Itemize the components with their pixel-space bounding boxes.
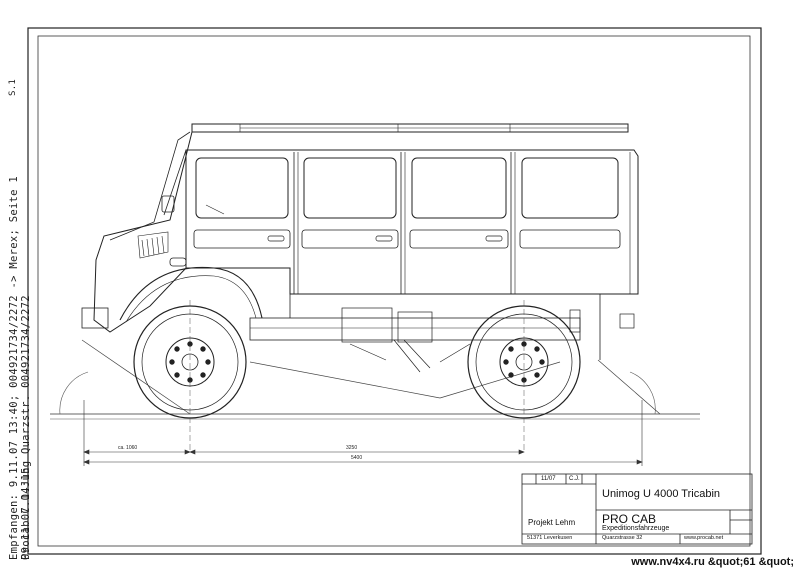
dimension-lines: [83, 400, 643, 466]
unimog-vehicle: [81, 123, 639, 373]
front-fender: [119, 266, 263, 321]
dim-front-overhang: ca. 1060: [118, 445, 137, 451]
door-handle: [485, 235, 503, 242]
chassis-frame: [249, 317, 581, 341]
cab-window: [195, 157, 289, 219]
headlight: [169, 257, 187, 267]
title-company: PRO CAB: [602, 512, 657, 526]
title-model: Unimog U 4000 Tricabin: [602, 488, 721, 500]
outer-frame: [27, 27, 762, 555]
title-block: [521, 473, 753, 545]
inner-frame: [37, 35, 751, 547]
breakover-line-right: [439, 361, 561, 399]
door-handle: [267, 235, 285, 242]
window-2: [303, 157, 397, 219]
dim-overall-length: 5400: [351, 455, 362, 461]
page-marker: S.1: [8, 78, 18, 96]
title-date: 11/07: [541, 476, 556, 482]
title-project: Projekt Lehm: [528, 518, 576, 527]
door-handle: [375, 235, 393, 242]
cabin-body: [185, 149, 639, 295]
side-mirror: [161, 195, 175, 213]
fax-header-timestamp: 09 11 07 14:15: [20, 467, 32, 560]
title-address-street: Quarzstrasse 32: [602, 535, 643, 541]
dim-wheelbase: 3250: [346, 445, 357, 451]
title-website: www.procab.net: [684, 535, 724, 541]
front-bumper: [81, 307, 109, 329]
fax-header-col3: 09 11 07 14:15: [6, 380, 32, 560]
title-initials: C.J.: [569, 476, 580, 482]
front-grille: [137, 231, 169, 259]
departure-angle-line: [597, 359, 661, 415]
window-4: [521, 157, 619, 219]
window-3: [411, 157, 507, 219]
title-company-subtitle: Expeditionsfahrzeuge: [602, 525, 670, 532]
site-watermark: www.nv4x4.ru &quot;61 &quot;: [631, 556, 794, 568]
fax-header-col4: S.1: [6, 60, 24, 100]
title-address-city: 51371 Leverkusen: [527, 535, 573, 541]
breakover-line-left: [249, 361, 441, 399]
